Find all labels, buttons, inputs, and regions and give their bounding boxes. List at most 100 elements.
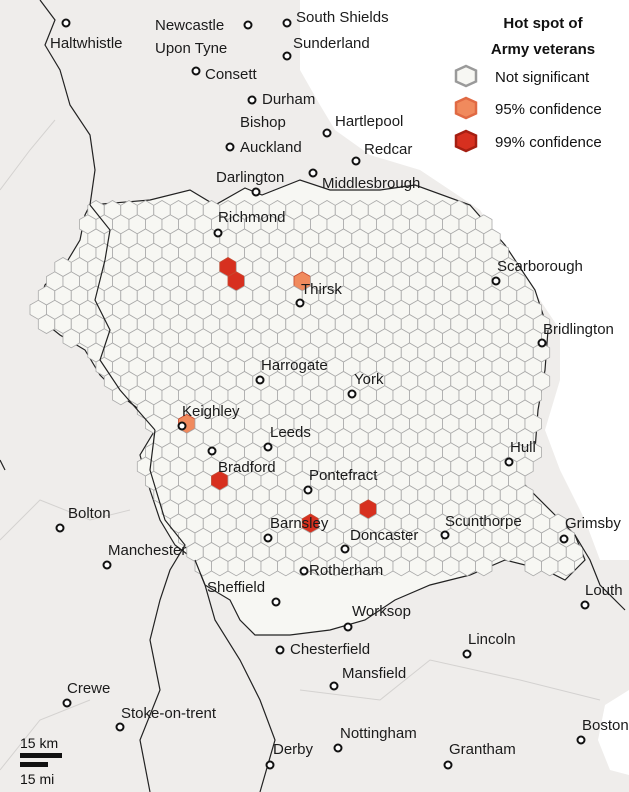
town-marker xyxy=(343,622,353,632)
town-label: Doncaster xyxy=(350,527,418,544)
legend-label-95-confidence: 95% confidence xyxy=(495,101,602,118)
town-bolton: Bolton xyxy=(55,505,111,533)
town-marker xyxy=(559,534,569,544)
town-label: Grantham xyxy=(449,741,516,758)
town-pontefract: Pontefract xyxy=(303,467,378,495)
town-label: Louth xyxy=(585,582,623,599)
town-marker xyxy=(263,533,273,543)
town-hartlepool: Hartlepool xyxy=(322,113,403,138)
town-upon-tyne: Upon Tyne xyxy=(155,40,227,57)
town-marker xyxy=(275,645,285,655)
town-marker xyxy=(243,20,253,30)
town-marker xyxy=(265,760,275,770)
hex-cell xyxy=(557,556,575,577)
town-label: Stoke-on-trent xyxy=(121,705,217,722)
town-label: Sheffield xyxy=(207,579,265,596)
town-marker xyxy=(299,566,309,576)
town-marker xyxy=(62,698,72,708)
town-durham: Durham xyxy=(247,91,315,108)
town-marker xyxy=(340,544,350,554)
town-boston: Boston xyxy=(576,717,629,745)
scale-label-km: 15 km xyxy=(20,735,58,751)
town-label: Haltwhistle xyxy=(50,35,123,52)
town-grantham: Grantham xyxy=(443,741,516,770)
town-marker xyxy=(115,722,125,732)
town-label: Leeds xyxy=(270,424,311,441)
town-label: Bishop xyxy=(240,114,286,131)
town-label: Durham xyxy=(262,91,315,108)
town-rotherham: Rotherham xyxy=(299,562,383,579)
town-label: Crewe xyxy=(67,680,110,697)
town-label: Upon Tyne xyxy=(155,40,227,57)
town-label: Thirsk xyxy=(301,281,342,298)
town-scarborough: Scarborough xyxy=(491,258,583,286)
scale-bar: 15 km 15 mi xyxy=(20,735,62,787)
town-marker xyxy=(329,681,339,691)
town-label: Manchester xyxy=(108,542,186,559)
town-marker xyxy=(504,457,514,467)
town-lincoln: Lincoln xyxy=(462,631,516,659)
town-sheffield: Sheffield xyxy=(207,579,281,607)
town-label: Scarborough xyxy=(497,258,583,275)
town-marker xyxy=(55,523,65,533)
town-harrogate: Harrogate xyxy=(255,357,328,385)
town-marker xyxy=(255,375,265,385)
town-redcar: Redcar xyxy=(351,141,412,166)
town-label: Keighley xyxy=(182,403,240,420)
town-label: Lincoln xyxy=(468,631,516,648)
town-label: Hartlepool xyxy=(335,113,403,130)
town-label: Richmond xyxy=(218,209,286,226)
legend-title-line2: Army veterans xyxy=(491,41,595,58)
town-manchester: Manchester xyxy=(102,542,186,570)
town-marker xyxy=(271,597,281,607)
town-marker xyxy=(308,168,318,178)
town-marker xyxy=(207,446,217,456)
town-marker xyxy=(462,649,472,659)
town-marker xyxy=(303,485,313,495)
town-marker xyxy=(61,18,71,28)
town-scunthorpe: Scunthorpe xyxy=(440,513,522,540)
town-marker xyxy=(263,442,273,452)
town-label: Scunthorpe xyxy=(445,513,522,530)
town-barnsley: Barnsley xyxy=(263,515,329,543)
legend-item-not-significant: Not significant xyxy=(454,64,590,88)
town-marker xyxy=(177,421,187,431)
town-marker xyxy=(347,389,357,399)
hex-cell xyxy=(524,556,542,577)
town-label: Barnsley xyxy=(270,515,329,532)
the-wash xyxy=(598,690,629,775)
town-marker xyxy=(251,187,261,197)
town-marker xyxy=(443,760,453,770)
town-label: Redcar xyxy=(364,141,412,158)
town-bradford: Bradford xyxy=(207,446,276,476)
town-marker xyxy=(247,95,257,105)
town-marker xyxy=(282,18,292,28)
town-sunderland: Sunderland xyxy=(282,35,370,61)
town-label: Bridlington xyxy=(543,321,614,338)
hex-grid xyxy=(29,200,584,577)
town-label: Boston xyxy=(582,717,629,734)
scale-label-mi: 15 mi xyxy=(20,771,54,787)
town-marker xyxy=(282,51,292,61)
town-label: Bolton xyxy=(68,505,111,522)
town-darlington: Darlington xyxy=(216,169,284,197)
town-label: Grimsby xyxy=(565,515,621,532)
town-chesterfield: Chesterfield xyxy=(275,641,370,658)
town-label: Consett xyxy=(205,66,258,83)
town-bishop: Bishop xyxy=(240,114,286,131)
town-marker xyxy=(191,66,201,76)
town-marker xyxy=(102,560,112,570)
town-marker xyxy=(322,128,332,138)
town-crewe: Crewe xyxy=(62,680,110,708)
legend-title-line1: Hot spot of xyxy=(503,15,583,32)
town-newcastle: Newcastle xyxy=(155,17,253,34)
legend-item-99-confidence: 99% confidence xyxy=(454,129,602,153)
town-marker xyxy=(576,735,586,745)
town-marker xyxy=(295,298,305,308)
hex-cell xyxy=(475,556,493,577)
town-louth: Louth xyxy=(580,582,623,610)
hex-cell xyxy=(112,385,130,406)
town-keighley: Keighley xyxy=(177,403,240,431)
